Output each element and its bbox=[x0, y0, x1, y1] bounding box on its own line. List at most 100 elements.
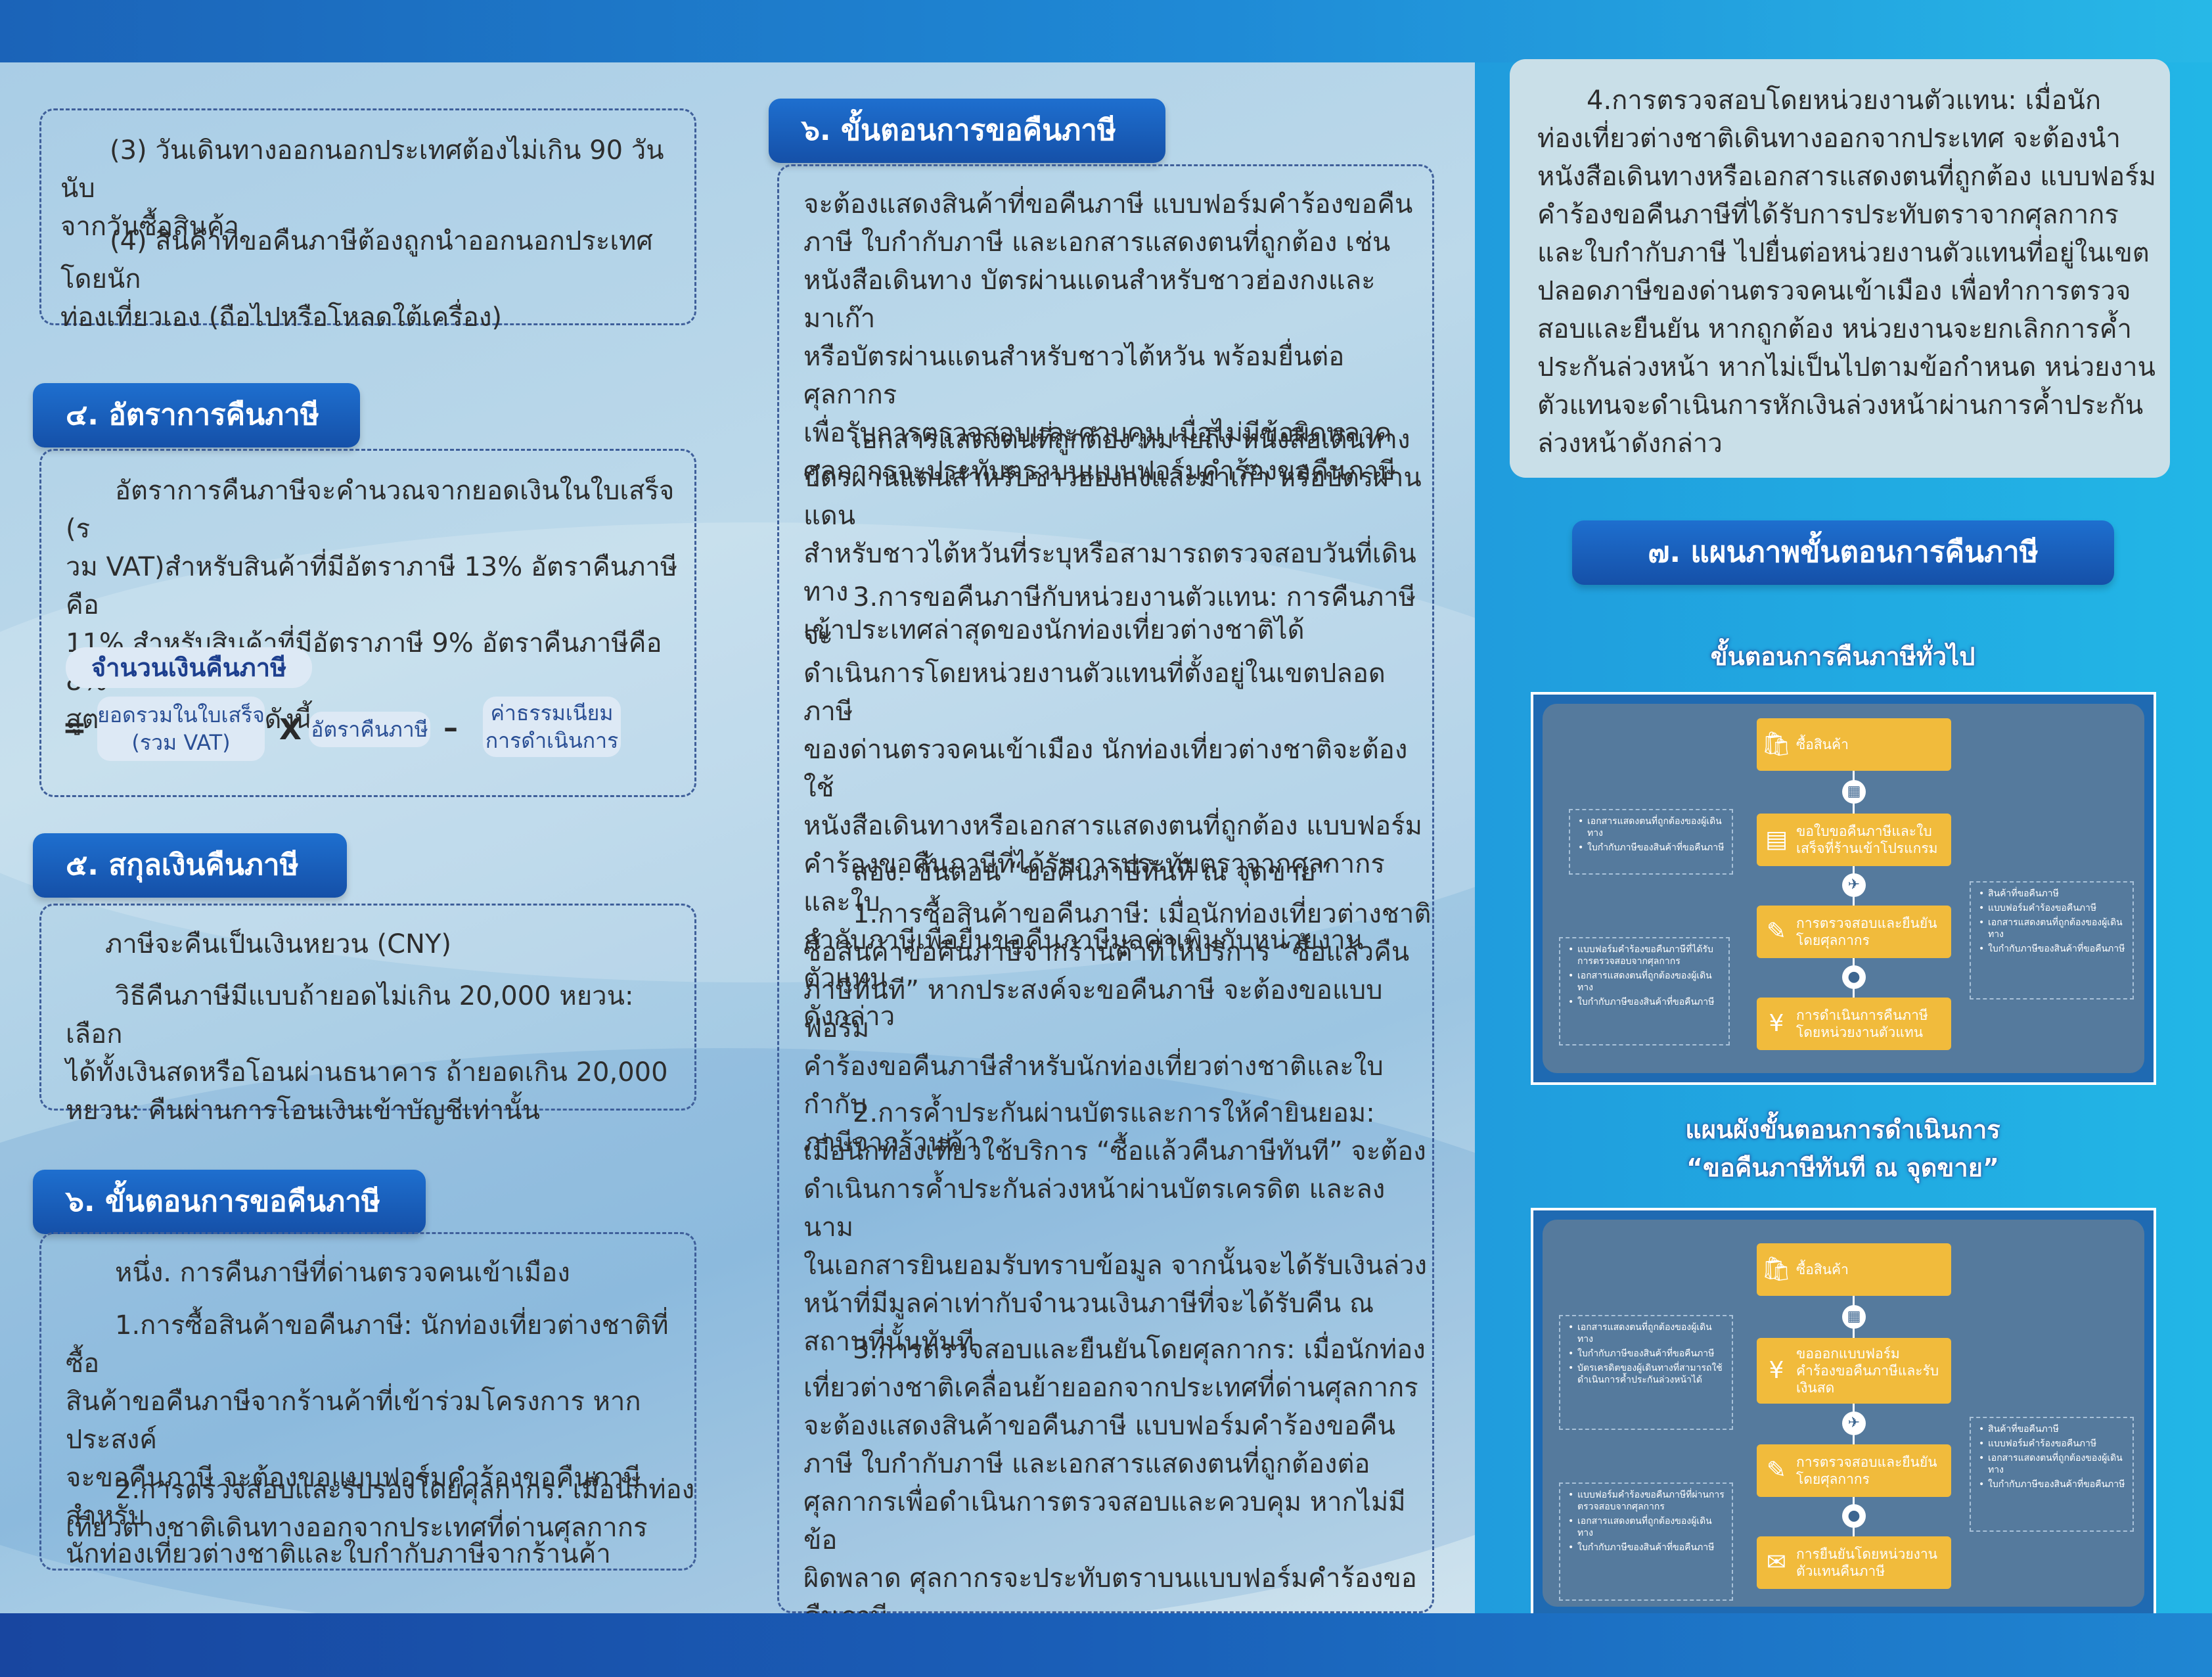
top-band bbox=[0, 0, 2212, 62]
col2-text-3: 3.การขอคืนภาษีกับหน่วยงานตัวแทน: การคืนภ… bbox=[803, 582, 1423, 1032]
flow-note-item: เอกสารแสดงตนที่ถูกต้องของผู้เดินทาง bbox=[1567, 970, 1723, 994]
flow-note-item: สินค้าที่ขอคืนภาษี bbox=[1977, 888, 2127, 900]
flow-note-item: เอกสารแสดงตนที่ถูกต้องของผู้เดินทาง bbox=[1977, 1452, 2127, 1476]
flow-step: ▤ ขอใบขอคืนภาษีและใบ เสร็จที่ร้านเข้าโปร… bbox=[1757, 814, 1951, 866]
section-6-text-2: 1.การซื้อสินค้าขอคืนภาษี: นักท่องเที่ยวต… bbox=[66, 1310, 669, 1569]
shopping-bag-icon: 🛍 bbox=[1761, 731, 1792, 758]
flow-note-item: ใบกำกับภาษีของสินค้าที่ขอคืนภาษี bbox=[1567, 1542, 1727, 1553]
agency-check-text: 4.การตรวจสอบโดยหน่วยงานตัวแทน: เมื่อนัก … bbox=[1537, 85, 2157, 459]
receipt-icon: ▤ bbox=[1765, 826, 1788, 853]
section-4-text: อัตราการคืนภาษีจะคำนวณจากยอดเงินในใบเสร็… bbox=[66, 476, 678, 735]
col2-text-2: เอกสารแสดงตนที่ถูกต้อง หมายถึง หนังสือเด… bbox=[803, 425, 1422, 645]
flow-step-label: ซื้อสินค้า bbox=[1796, 737, 1849, 752]
conditions-box bbox=[39, 108, 696, 325]
section-6-continued-heading: ๖. ขั้นตอนการขอคืนภาษี bbox=[769, 99, 1165, 163]
flow-step-label: การยืนยันโดยหน่วยงาน ตัวแทนคืนภาษี bbox=[1796, 1546, 1938, 1579]
formula-equals: = bbox=[62, 711, 87, 745]
flow-connector-line bbox=[1853, 1259, 1855, 1561]
flow-note-item: แบบฟอร์มคำร้องขอคืนภาษีที่ผ่านการตรวจสอบ… bbox=[1567, 1489, 1727, 1513]
flow-note-item: เอกสารแสดงตนที่ถูกต้องของผู้เดินทาง bbox=[1577, 816, 1727, 839]
flow-note: แบบฟอร์มคำร้องขอคืนภาษีที่ได้รับการตรวจส… bbox=[1559, 937, 1730, 1045]
section-5-text-2: วิธีคืนภาษีมีแบบถ้ายอดไม่เกิน 20,000 หยว… bbox=[66, 981, 668, 1126]
section-4-heading: ๔. อัตราการคืนภาษี bbox=[33, 383, 360, 448]
flow-note-item: บัตรเครดิตของผู้เดินทางที่สามารถใช้ดำเนิ… bbox=[1567, 1362, 1727, 1386]
flow-step-label: ขอใบขอคืนภาษีและใบ เสร็จที่ร้านเข้าโปรแก… bbox=[1796, 823, 1938, 856]
section-7-heading: ๗. แผนภาพขั้นตอนการคืนภาษี bbox=[1572, 520, 2114, 585]
flow-note: เอกสารแสดงตนที่ถูกต้องของผู้เดินทาง ใบกำ… bbox=[1559, 1315, 1733, 1430]
section-5-heading: ๕. สกุลเงินคืนภาษี bbox=[33, 833, 347, 898]
flow-note-item: แบบฟอร์มคำร้องขอคืนภาษีที่ได้รับการตรวจส… bbox=[1567, 944, 1723, 967]
flow-diagram-inner: 🛍 ซื้อสินค้า ▦ ▤ ขอใบขอคืนภาษีและใบ เสร็… bbox=[1543, 704, 2144, 1073]
flow-step: 🛍 ซื้อสินค้า bbox=[1757, 718, 1951, 771]
col2-text-7: 3.การตรวจสอบและยืนยันโดยศุลกากร: เมื่อนั… bbox=[803, 1335, 1426, 1632]
flow-step-label: การตรวจสอบและยืนยัน โดยศุลกากร bbox=[1796, 915, 1937, 948]
col2-text-1: จะต้องแสดงสินค้าที่ขอคืนภาษี แบบฟอร์มคำร… bbox=[803, 189, 1413, 486]
flow-note-item: เอกสารแสดงตนที่ถูกต้องของผู้เดินทาง bbox=[1567, 1321, 1727, 1345]
col2-text-5: 1.การซื้อสินค้าขอคืนภาษี: เมื่อนักท่องเท… bbox=[803, 899, 1432, 1158]
formula-term-text: อัตราคืนภาษี bbox=[311, 717, 428, 742]
officer-icon: ● bbox=[1842, 965, 1866, 989]
flow-note-item: แบบฟอร์มคำร้องขอคืนภาษี bbox=[1977, 902, 2127, 914]
flow-note: สินค้าที่ขอคืนภาษี แบบฟอร์มคำร้องขอคืนภา… bbox=[1970, 1417, 2134, 1532]
formula-term-text: ค่าธรรมเนียม การดำเนินการ bbox=[485, 701, 619, 753]
document-check-icon: ✎ bbox=[1766, 1457, 1787, 1484]
flow-note: สินค้าที่ขอคืนภาษี แบบฟอร์มคำร้องขอคืนภา… bbox=[1970, 881, 2134, 999]
section-6-heading: ๖. ขั้นตอนการขอคืนภาษี bbox=[33, 1170, 426, 1234]
airplane-icon: ✈ bbox=[1842, 1412, 1866, 1435]
section-5-text-1: ภาษีจะคืนเป็นเงินหยวน (CNY) bbox=[105, 929, 451, 959]
receipt-icon: ▦ bbox=[1842, 1305, 1866, 1329]
flow-step: ¥ ขอออกแบบฟอร์ม คำร้องขอคืนภาษีและรับ เง… bbox=[1757, 1338, 1951, 1404]
col2-text-4: สอง. ขั้นตอน “ขอคืนภาษีทันที ณ จุดขาย” bbox=[853, 857, 1330, 887]
content-panel bbox=[0, 62, 1475, 1613]
formula-title: จำนวนเงินคืนภาษี bbox=[66, 647, 312, 688]
flow-note-item: เอกสารแสดงตนที่ถูกต้องของผู้เดินทาง bbox=[1567, 1515, 1727, 1539]
receipt-icon: ▦ bbox=[1842, 780, 1866, 804]
flow-step: ✉ การยืนยันโดยหน่วยงาน ตัวแทนคืนภาษี bbox=[1757, 1536, 1951, 1589]
formula-times: X bbox=[279, 713, 302, 747]
flow-1-title: ขั้นตอนการคืนภาษีทั่วไป bbox=[1710, 642, 1975, 671]
section-4-box bbox=[39, 449, 696, 797]
condition-4-text: (4) สินค้าที่ขอคืนภาษีต้องถูกนำออกนอกประ… bbox=[60, 226, 653, 333]
flow-note-item: แบบฟอร์มคำร้องขอคืนภาษี bbox=[1977, 1438, 2127, 1450]
flow-note-item: ใบกำกับภาษีของสินค้าที่ขอคืนภาษี bbox=[1577, 842, 1727, 854]
section-6-continued-box bbox=[777, 164, 1434, 1613]
flow-diagram-general: 🛍 ซื้อสินค้า ▦ ▤ ขอใบขอคืนภาษีและใบ เสร็… bbox=[1531, 692, 2156, 1085]
flow-step: ¥ การดำเนินการคืนภาษี โดยหน่วยงานตัวแทน bbox=[1757, 998, 1951, 1050]
flow-note: แบบฟอร์มคำร้องขอคืนภาษีที่ผ่านการตรวจสอบ… bbox=[1559, 1482, 1733, 1601]
formula-term-text: ยอดรวมในใบเสร็จ (รวม VAT) bbox=[97, 702, 265, 755]
background-wave bbox=[0, 1048, 1475, 1613]
flow-diagram-instant-refund: 🛍 ซื้อสินค้า ▦ ¥ ขอออกแบบฟอร์ม คำร้องขอค… bbox=[1531, 1208, 2156, 1619]
airplane-icon: ✈ bbox=[1842, 873, 1866, 897]
agency-check-card bbox=[1510, 59, 2170, 478]
shopping-bag-icon: 🛍 bbox=[1761, 1256, 1792, 1283]
flow-step-label: ขอออกแบบฟอร์ม คำร้องขอคืนภาษีและรับ เงิน… bbox=[1796, 1346, 1939, 1396]
flow-note-item: ใบกำกับภาษีของสินค้าที่ขอคืนภาษี bbox=[1977, 1479, 2127, 1490]
flow-note-item: ใบกำกับภาษีของสินค้าที่ขอคืนภาษี bbox=[1977, 943, 2127, 955]
flow-diagram-inner: 🛍 ซื้อสินค้า ▦ ¥ ขอออกแบบฟอร์ม คำร้องขอค… bbox=[1543, 1220, 2144, 1607]
flow-note: เอกสารแสดงตนที่ถูกต้องของผู้เดินทาง ใบกำ… bbox=[1569, 809, 1733, 875]
flow-step: ✎ การตรวจสอบและยืนยัน โดยศุลกากร bbox=[1757, 906, 1951, 958]
flow-note-item: เอกสารแสดงตนที่ถูกต้องของผู้เดินทาง bbox=[1977, 917, 2127, 940]
flow-step: 🛍 ซื้อสินค้า bbox=[1757, 1243, 1951, 1296]
flow-step-label: การตรวจสอบและยืนยัน โดยศุลกากร bbox=[1796, 1454, 1937, 1487]
formula-minus: – bbox=[443, 711, 458, 745]
flow-note-item: ใบกำกับภาษีของสินค้าที่ขอคืนภาษี bbox=[1567, 996, 1723, 1008]
flow-note-item: สินค้าที่ขอคืนภาษี bbox=[1977, 1423, 2127, 1435]
section-6-text-1: หนึ่ง. การคืนภาษีที่ด่านตรวจคนเข้าเมือง bbox=[115, 1258, 570, 1288]
formula-term-refund-rate: อัตราคืนภาษี bbox=[309, 712, 430, 747]
section-6-box bbox=[39, 1232, 696, 1571]
tax-refund-icon: ¥ bbox=[1769, 1010, 1784, 1037]
bottom-band bbox=[0, 1613, 2212, 1677]
flow-step: ✎ การตรวจสอบและยืนยัน โดยศุลกากร bbox=[1757, 1444, 1951, 1497]
formula-term-fee: ค่าธรรมเนียม การดำเนินการ bbox=[483, 697, 621, 757]
flow-2-title: แผนผังขั้นตอนการดำเนินการ “ขอคืนภาษีทันท… bbox=[1685, 1115, 2000, 1182]
officer-icon: ● bbox=[1842, 1504, 1866, 1528]
section-5-box bbox=[39, 904, 696, 1111]
document-check-icon: ✎ bbox=[1766, 918, 1787, 945]
section-6-text-3: 2.การตรวจสอบและรับรองโดยศุลกากร: เมื่อนั… bbox=[66, 1475, 695, 1543]
condition-3-text: (3) วันเดินทางออกนอกประเทศต้องไม่เกิน 90… bbox=[60, 135, 664, 242]
col2-text-6: 2.การค้ำประกันผ่านบัตรและการให้คำยินยอม:… bbox=[803, 1098, 1428, 1357]
flow-step-label: การดำเนินการคืนภาษี โดยหน่วยงานตัวแทน bbox=[1796, 1007, 1928, 1040]
flow-note-item: ใบกำกับภาษีของสินค้าที่ขอคืนภาษี bbox=[1567, 1348, 1727, 1360]
flow-step-label: ซื้อสินค้า bbox=[1796, 1262, 1849, 1277]
